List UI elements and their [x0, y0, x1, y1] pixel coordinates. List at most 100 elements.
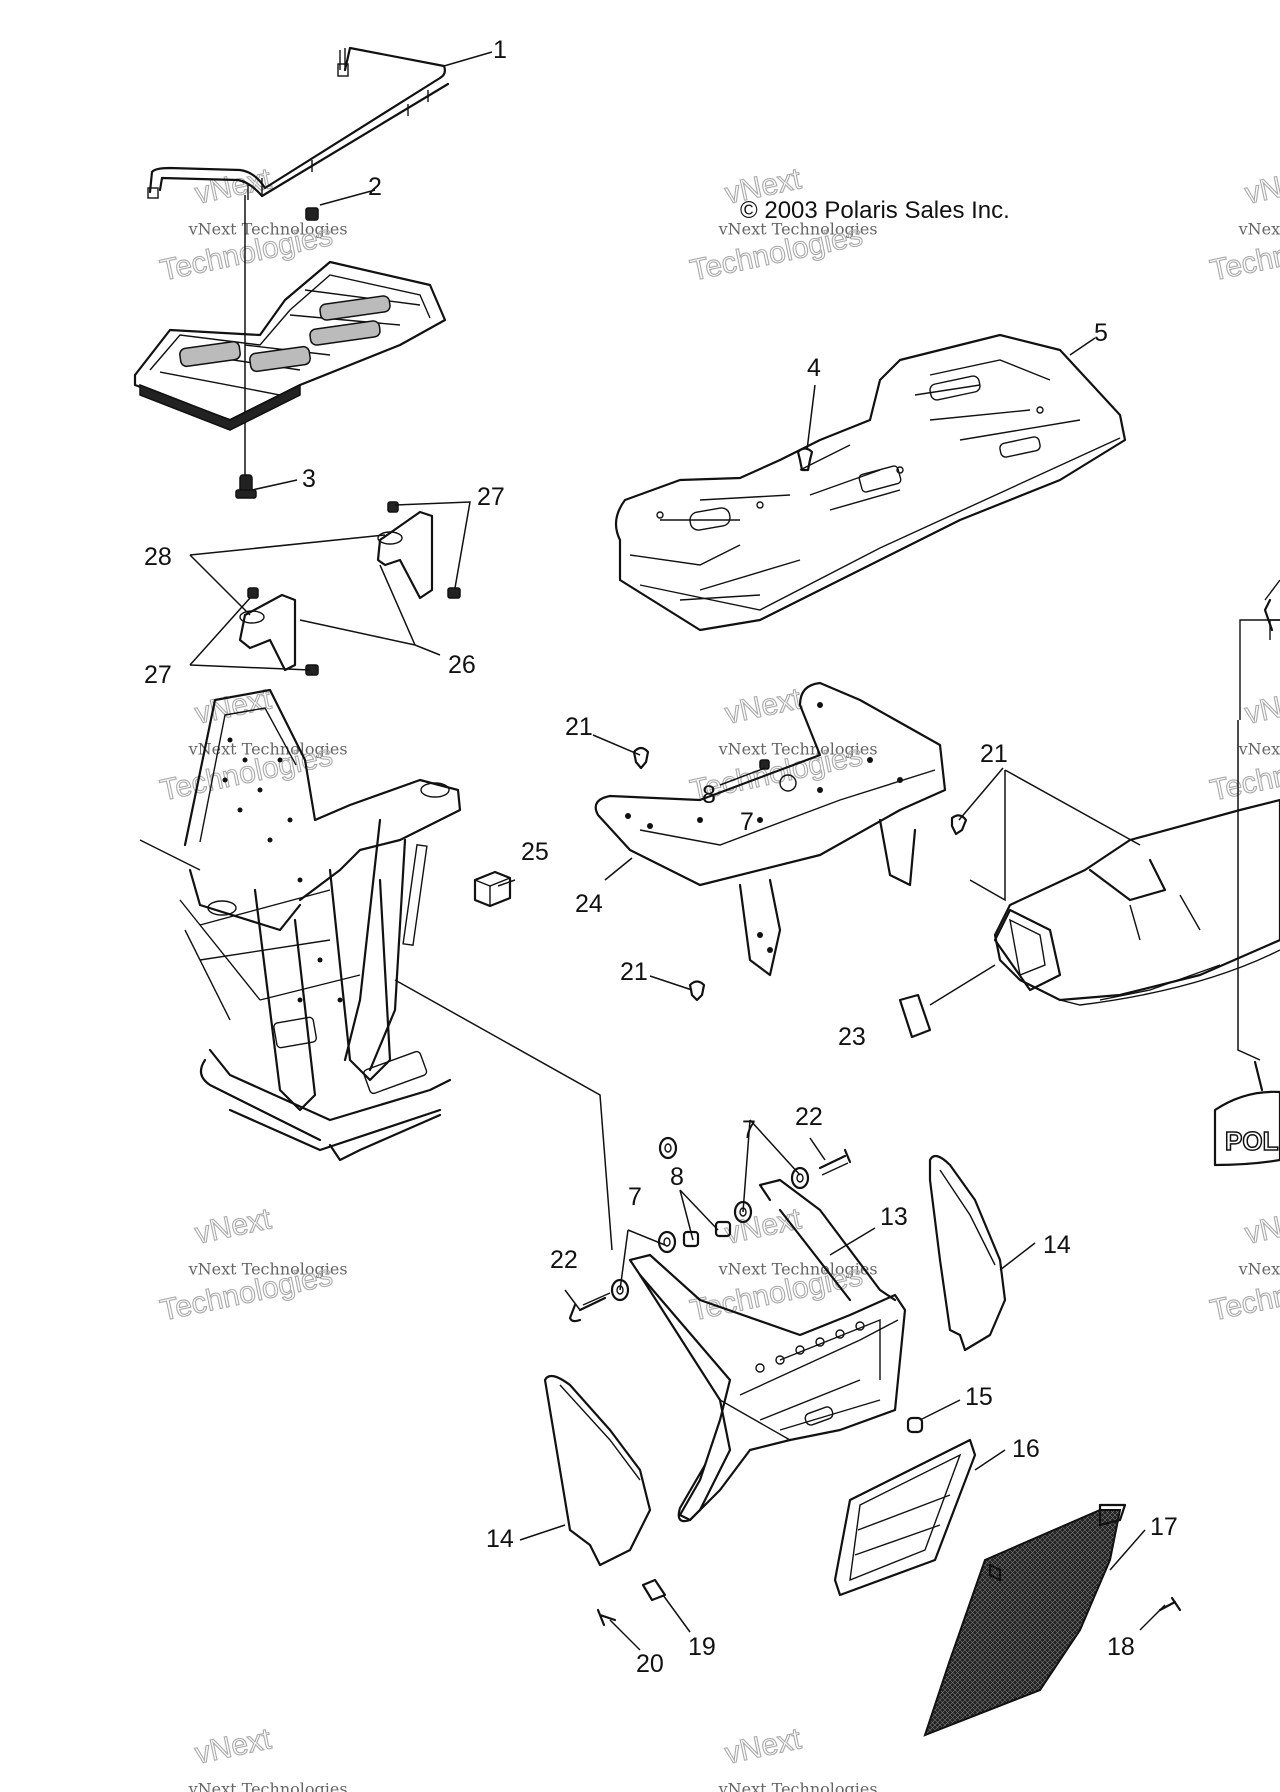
svg-text:vNext Technologies: vNext Technologies [718, 1259, 878, 1278]
assembly-guide-line [394, 979, 613, 1251]
watermark: vNext vNext Technologies [718, 1722, 878, 1792]
svg-text:vNext Technologies: vNext Technologies [1238, 739, 1280, 758]
watermark: vNext vNext Technologies Technologies [1207, 682, 1280, 808]
part-screw [1158, 1596, 1182, 1612]
callout-27-upper: 27 [477, 483, 505, 511]
leader-lines [189, 51, 1166, 1651]
svg-text:vNext Technologies: vNext Technologies [188, 739, 348, 758]
svg-text:vNext: vNext [1242, 682, 1280, 730]
watermark: vNext vNext Technologies Technologies [1207, 1202, 1280, 1328]
callout-7-upper: 7 [740, 808, 754, 836]
part-bracket-upper [376, 501, 461, 600]
part-nut [714, 1220, 732, 1238]
assembly-guide-line [969, 769, 1141, 902]
callout-21-c: 21 [620, 958, 648, 986]
part-bolt [568, 1292, 611, 1323]
callout-19: 19 [688, 1633, 716, 1661]
callout-13: 13 [880, 1203, 908, 1231]
part-nut [906, 1416, 924, 1434]
callout-14-left: 14 [486, 1525, 514, 1553]
part-frame [139, 688, 462, 1162]
part-front-cab [993, 579, 1280, 1006]
callout-7-lower: 7 [628, 1183, 642, 1211]
part-clip-nut [641, 1578, 667, 1602]
callout-17: 17 [1150, 1513, 1178, 1541]
part-mount-bracket [594, 681, 947, 977]
part-nut [759, 759, 770, 770]
part-push-rivet [950, 814, 968, 836]
callout-7-mid: 7 [742, 1116, 756, 1144]
svg-text:vNext: vNext [192, 1722, 275, 1770]
watermark: vNext vNext Technologies [188, 1722, 348, 1792]
svg-text:vNext Technologies: vNext Technologies [188, 219, 348, 238]
callout-1: 1 [493, 36, 507, 64]
part-screw [796, 447, 814, 472]
part-label-plate [898, 993, 932, 1039]
svg-text:vNext: vNext [1242, 1202, 1280, 1250]
part-grommet [305, 207, 319, 221]
callout-2: 2 [368, 173, 382, 201]
svg-text:vNext Technologies: vNext Technologies [1238, 1259, 1280, 1278]
part-logo-plate: POL [1213, 1060, 1280, 1167]
callout-28: 28 [144, 543, 172, 571]
svg-text:vNext: vNext [192, 1202, 275, 1250]
callout-22-lower: 22 [550, 1246, 578, 1274]
callout-8-lower: 8 [670, 1163, 684, 1191]
logo-text: POL [1225, 1126, 1279, 1156]
callout-21-b: 21 [980, 740, 1008, 768]
part-push-rivet [688, 980, 706, 1002]
svg-text:vNext: vNext [1242, 162, 1280, 210]
svg-text:vNext Technologies: vNext Technologies [188, 1779, 348, 1792]
svg-text:vNext Technologies: vNext Technologies [718, 219, 878, 238]
callout-24: 24 [575, 890, 603, 918]
watermark: vNext vNext Technologies Technologies [157, 162, 348, 288]
part-bracket-lower [238, 587, 319, 676]
callout-18: 18 [1107, 1633, 1135, 1661]
svg-text:vNext: vNext [722, 1722, 805, 1770]
watermark: vNext vNext Technologies Technologies [157, 682, 348, 808]
callout-27-lower: 27 [144, 661, 172, 689]
part-washer [657, 1230, 677, 1254]
callout-5: 5 [1094, 319, 1108, 347]
callout-26: 26 [448, 651, 476, 679]
watermark: vNext vNext Technologies Technologies [687, 1202, 878, 1328]
callout-23: 23 [838, 1023, 866, 1051]
part-side-guard [543, 1374, 652, 1567]
leader-line [929, 964, 996, 1006]
svg-text:vNext: vNext [722, 682, 805, 730]
callout-15: 15 [965, 1383, 993, 1411]
part-washer [790, 1166, 810, 1190]
part-screw [596, 1608, 617, 1627]
part-washer [658, 1136, 678, 1160]
svg-text:vNext Technologies: vNext Technologies [188, 1259, 348, 1278]
callout-20: 20 [636, 1650, 664, 1678]
callout-3: 3 [302, 465, 316, 493]
svg-text:vNext Technologies: vNext Technologies [718, 739, 878, 758]
callout-8-upper: 8 [702, 781, 716, 809]
callout-labels: 1 2 3 4 5 27 28 27 26 21 8 7 21 25 24 21… [144, 36, 1178, 1678]
copyright-notice: © 2003 Polaris Sales Inc. [740, 197, 1010, 224]
callout-22-upper: 22 [795, 1103, 823, 1131]
part-bolt [235, 474, 257, 499]
part-rail [147, 46, 450, 200]
assembly-guide-line [1237, 720, 1261, 1061]
svg-text:vNext Technologies: vNext Technologies [1238, 219, 1280, 238]
part-bumper [628, 1178, 907, 1523]
part-bolt [818, 1148, 852, 1176]
watermark: vNext vNext Technologies Technologies [1207, 162, 1280, 288]
part-block [473, 870, 512, 908]
part-side-guard [928, 1154, 1007, 1352]
svg-text:vNext: vNext [192, 682, 275, 730]
svg-text:vNext Technologies: vNext Technologies [718, 1779, 878, 1792]
part-push-rivet [632, 746, 650, 770]
callout-14-right: 14 [1043, 1231, 1071, 1259]
part-rear-rack [133, 260, 447, 431]
callout-21-a: 21 [565, 713, 593, 741]
part-front-rack [614, 333, 1127, 632]
watermark: vNext vNext Technologies Technologies [157, 1202, 348, 1328]
part-mesh-screen [923, 1503, 1127, 1737]
part-grille-frame [833, 1438, 977, 1597]
callout-16: 16 [1012, 1435, 1040, 1463]
callout-25: 25 [521, 838, 549, 866]
